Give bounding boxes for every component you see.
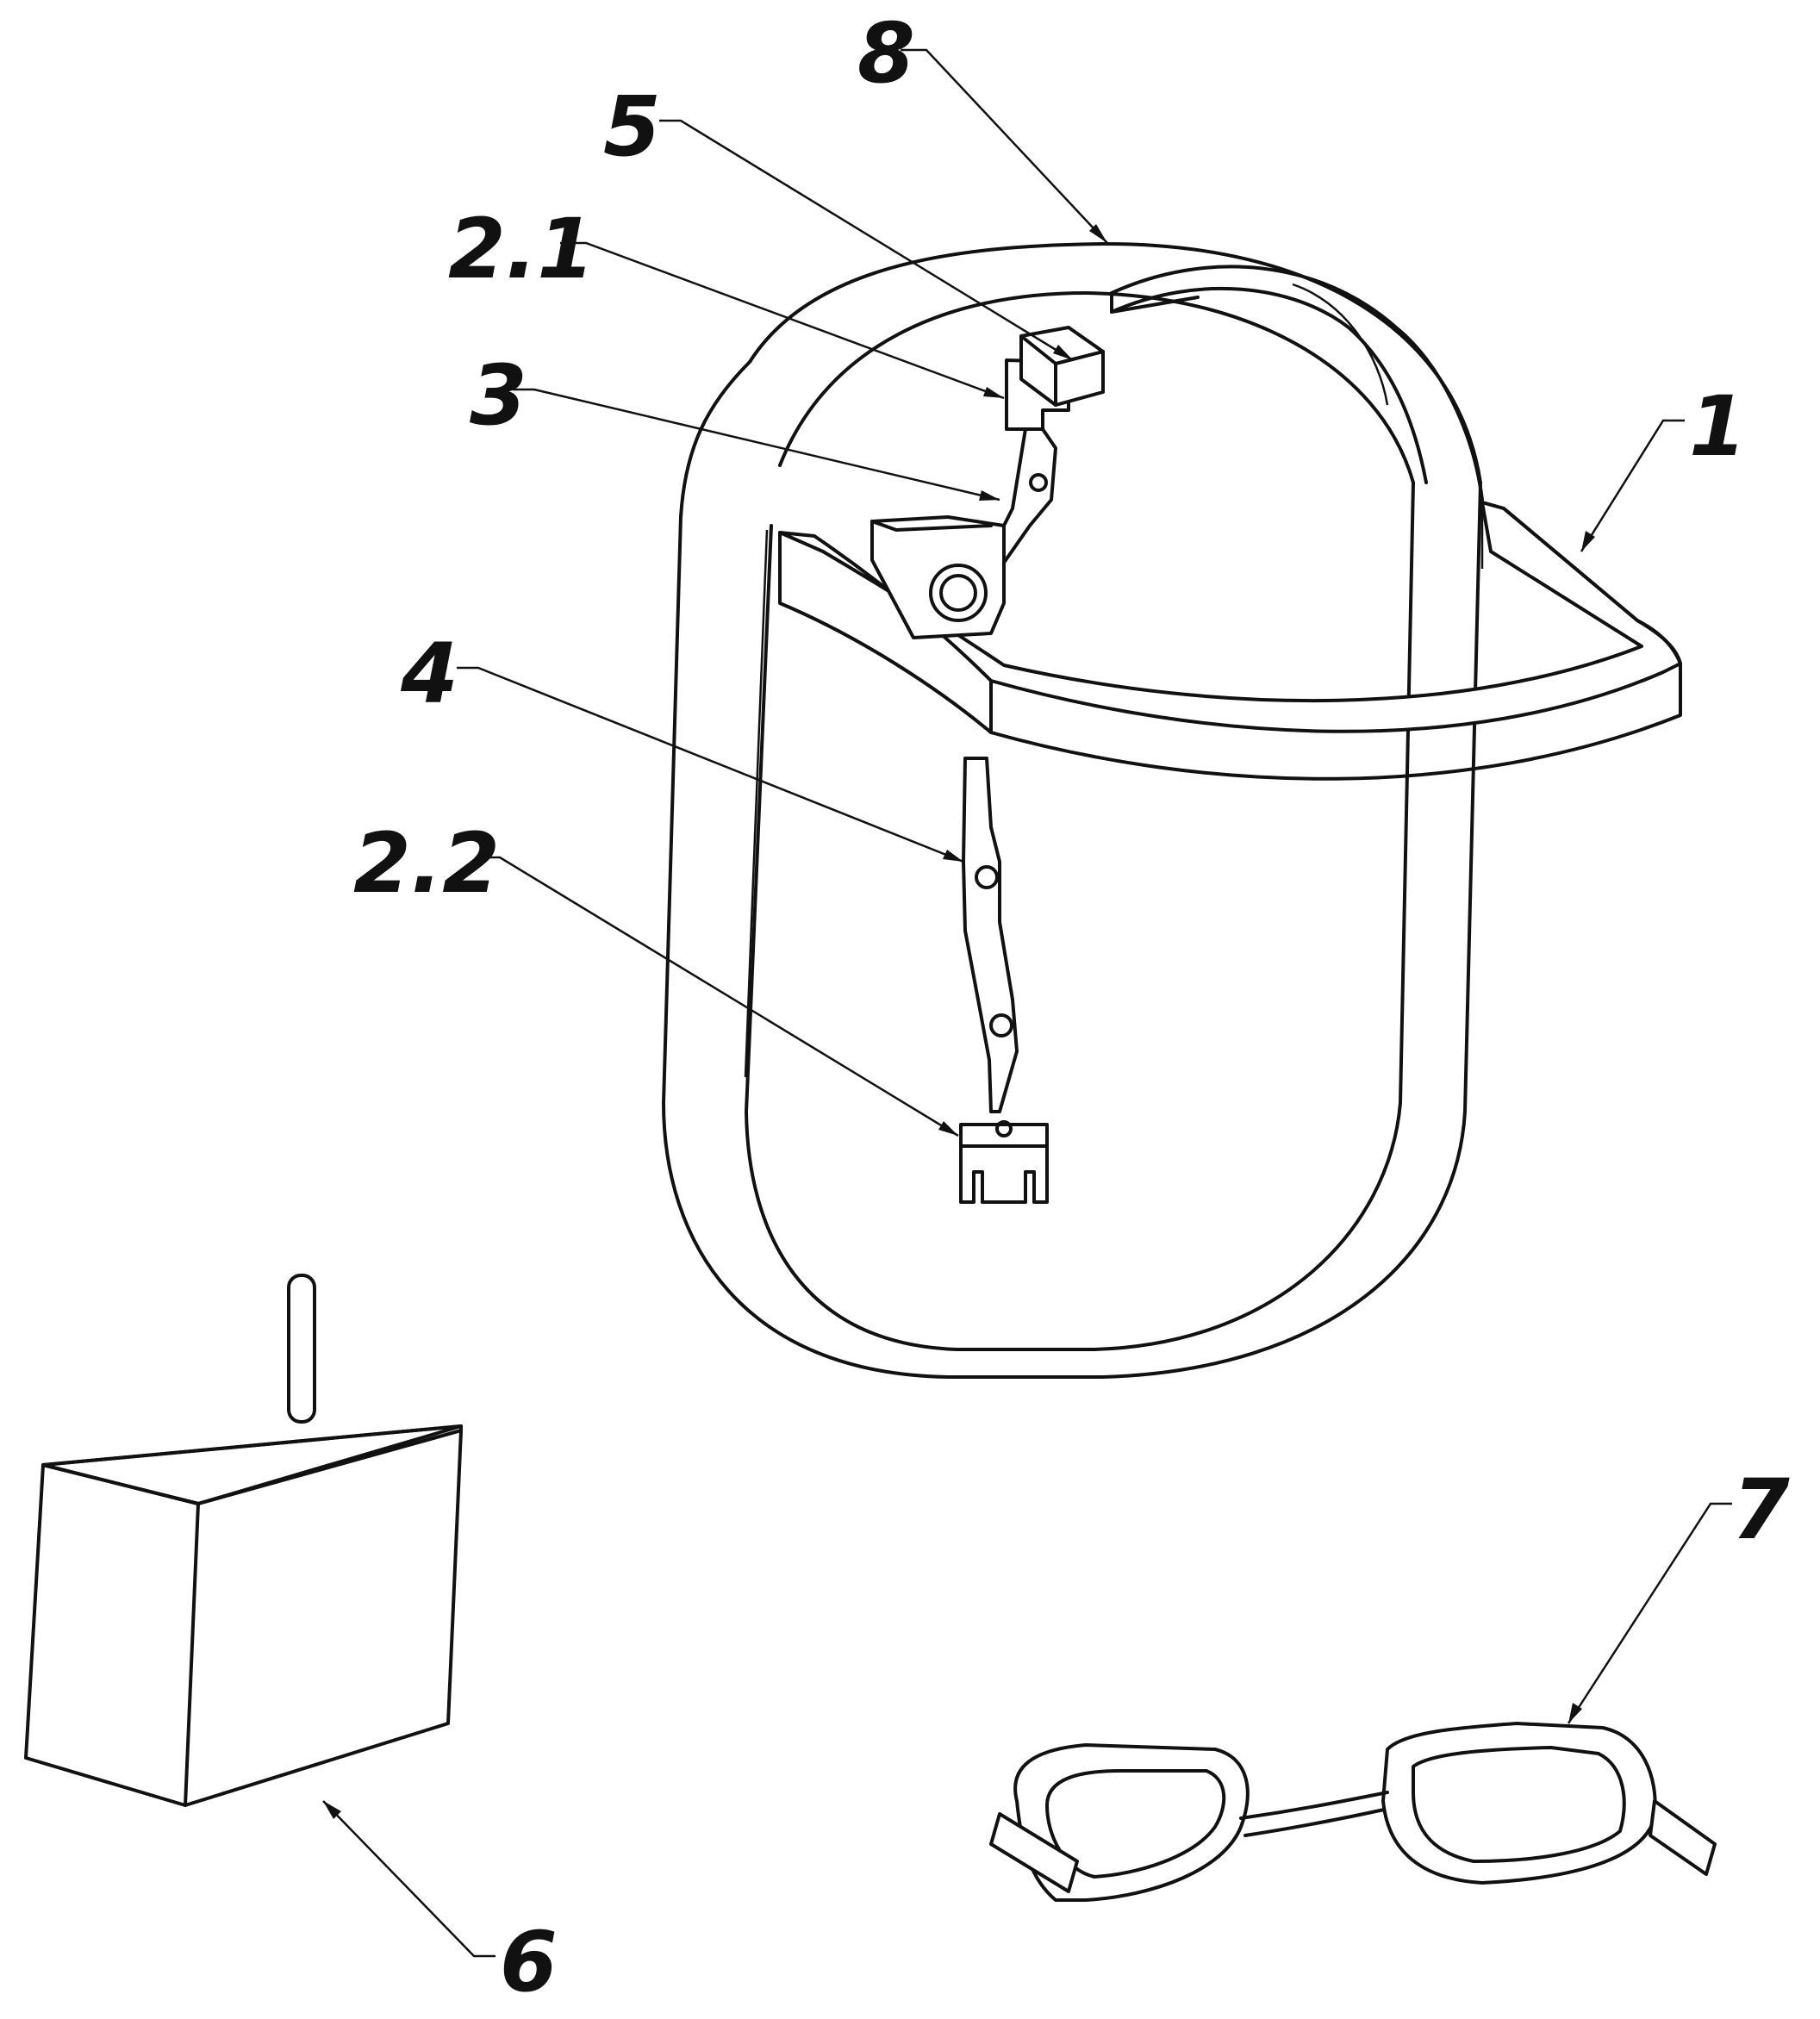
callout-4: 4 — [400, 626, 458, 722]
callout-1: 1 — [1689, 378, 1747, 475]
callout-2-2: 2.2 — [353, 815, 500, 912]
goggles — [989, 1722, 1717, 1902]
linkage-assembly — [870, 326, 1105, 1204]
callout-3: 3 — [470, 347, 527, 444]
face-shield — [662, 241, 1482, 1379]
callout-6: 6 — [500, 1914, 558, 2010]
callout-2-1: 2.1 — [448, 201, 595, 297]
callout-labels: 8 5 2.1 3 1 4 2.2 6 7 — [353, 5, 1790, 2010]
head-band — [778, 265, 1682, 781]
leader-lines — [322, 48, 1732, 1958]
callout-8: 8 — [857, 5, 915, 102]
callout-7: 7 — [1732, 1461, 1790, 1558]
control-box — [24, 1274, 463, 1807]
callout-5: 5 — [603, 78, 661, 175]
